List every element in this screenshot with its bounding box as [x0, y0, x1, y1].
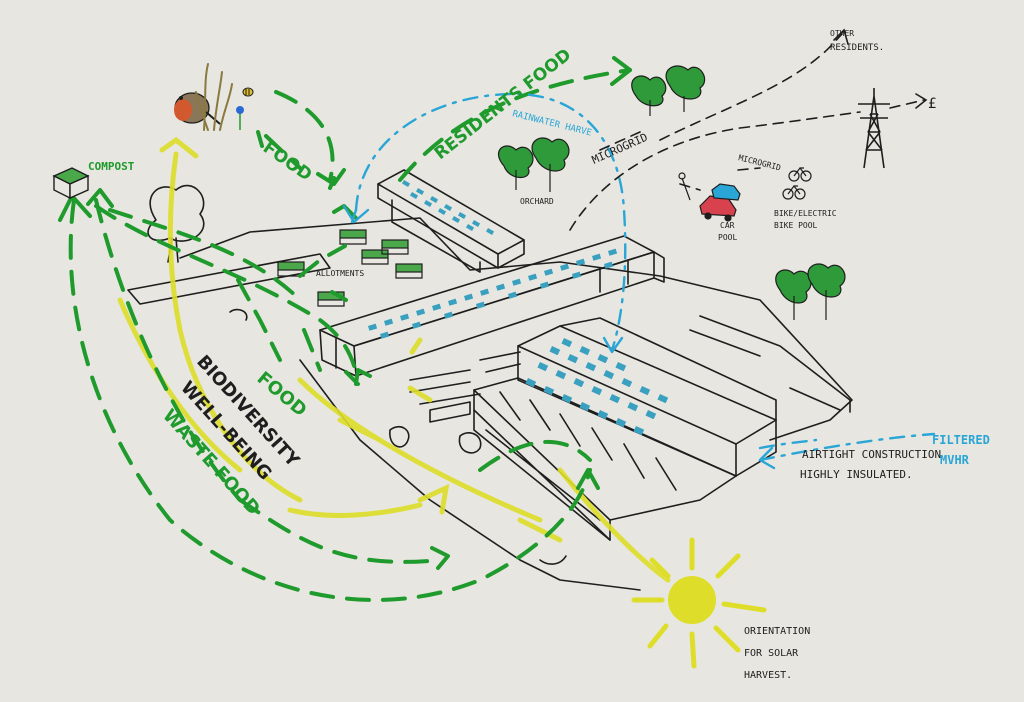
tree-icon	[497, 65, 846, 320]
panels-main-building	[368, 248, 618, 339]
compost-bin-icon	[52, 167, 90, 200]
label-filtered: FILTERED	[932, 433, 990, 447]
green-arrowheads	[58, 56, 632, 570]
solar-panels	[368, 179, 669, 436]
car-icon	[678, 172, 741, 222]
label-orientation-2: FOR SOLAR	[744, 648, 799, 659]
label-other-residents-1: OTHER	[830, 29, 854, 38]
label-pound: £	[928, 96, 936, 112]
label-orchard: ORCHARD	[520, 197, 554, 206]
panels-lower-hall	[525, 338, 669, 436]
label-airtight: AIRTIGHT CONSTRUCTION	[802, 448, 941, 461]
robin-icon	[174, 92, 221, 125]
microgrid-arrows	[833, 28, 928, 109]
blue-arrowheads	[342, 204, 776, 470]
label-highly-insulated: HIGHLY INSULATED.	[800, 468, 913, 481]
label-car-pool-2: POOL	[718, 233, 737, 242]
label-other-residents-2: RESIDENTS.	[830, 43, 884, 53]
tree-group-right	[775, 263, 846, 320]
label-bike-pool-1: BIKE/ELECTRIC	[774, 209, 837, 218]
tree-group-orchard	[497, 137, 570, 192]
label-car-pool-1: CAR	[720, 221, 735, 230]
panels-top-shed	[402, 179, 495, 235]
label-orientation-1: ORIENTATION	[744, 626, 810, 637]
flower-icon	[236, 106, 244, 130]
green-flow-lines	[68, 68, 632, 602]
sun-icon	[631, 537, 767, 669]
yellow-flow-lines	[117, 136, 671, 583]
label-compost: COMPOST	[88, 160, 135, 173]
microgrid-lines	[569, 33, 925, 231]
label-mvhr: MVHR	[940, 453, 970, 467]
bicycle-icon	[782, 167, 812, 200]
label-allotments: ALLOTMENTS	[316, 269, 364, 278]
allotment-planters	[277, 229, 423, 307]
label-orientation-3: HARVEST.	[744, 670, 792, 681]
label-bike-pool-2: BIKE POOL	[774, 221, 818, 230]
label-microgrid-main: MICROGRID	[590, 131, 650, 167]
pylon-icon	[858, 88, 890, 169]
label-food-top: FOOD	[259, 138, 315, 186]
bee-icon	[242, 87, 254, 97]
grass-icon	[195, 63, 233, 131]
tree-group-top	[631, 65, 706, 116]
